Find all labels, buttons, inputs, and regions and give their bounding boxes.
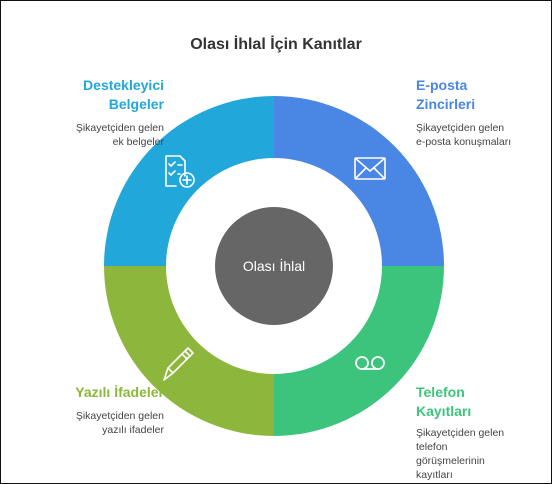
center-circle xyxy=(215,207,333,325)
heading-line: Kayıtları xyxy=(416,403,472,419)
heading-line: Yazılı İfadeler xyxy=(75,384,164,400)
center-label: Olası İhlal xyxy=(243,257,305,274)
desc-top-left: Şikayetçiden gelen ek belgeler xyxy=(30,121,164,149)
desc-line: görüşmelerinin xyxy=(416,455,485,467)
desc-line: Şikayetçiden gelen xyxy=(75,122,164,134)
desc-top-right: Şikayetçiden gelen e-posta konuşmaları xyxy=(416,121,546,149)
quadrant-bottom-right xyxy=(274,266,444,436)
heading-line: Belgeler xyxy=(108,96,164,112)
voicemail-icon xyxy=(355,356,385,370)
heading-line: E-posta xyxy=(416,77,468,93)
quadrant-top-left xyxy=(104,96,274,266)
pen-icon xyxy=(163,347,194,381)
desc-line: kayıtları xyxy=(416,469,453,481)
desc-bottom-right: Şikayetçiden gelen telefon görüşmelerini… xyxy=(416,426,546,482)
desc-line: Şikayetçiden gelen xyxy=(416,427,505,439)
heading-bottom-left: Yazılı İfadeler xyxy=(24,383,164,402)
desc-line: Şikayetçiden gelen xyxy=(75,410,164,422)
desc-line: yazılı ifadeler xyxy=(102,424,164,436)
diagram-title: Olası İhlal İçin Kanıtlar xyxy=(190,36,362,53)
heading-top-left: Destekleyici Belgeler xyxy=(40,76,164,114)
desc-line: Şikayetçiden gelen xyxy=(416,122,505,134)
heading-bottom-right: Telefon Kayıtları xyxy=(416,383,536,421)
desc-line: ek belgeler xyxy=(112,136,164,148)
envelope-icon xyxy=(354,157,386,180)
heading-line: Telefon xyxy=(416,384,465,400)
heading-top-right: E-posta Zincirleri xyxy=(416,76,536,114)
heading-line: Zincirleri xyxy=(416,96,476,112)
desc-bottom-left: Şikayetçiden gelen yazılı ifadeler xyxy=(30,409,164,437)
heading-line: Destekleyici xyxy=(83,77,164,93)
quadrant-bottom-left xyxy=(104,266,274,436)
documents-add-icon xyxy=(165,155,195,188)
desc-line: telefon xyxy=(416,441,448,453)
desc-line: e-posta konuşmaları xyxy=(416,136,512,148)
quadrant-top-right xyxy=(274,96,444,266)
